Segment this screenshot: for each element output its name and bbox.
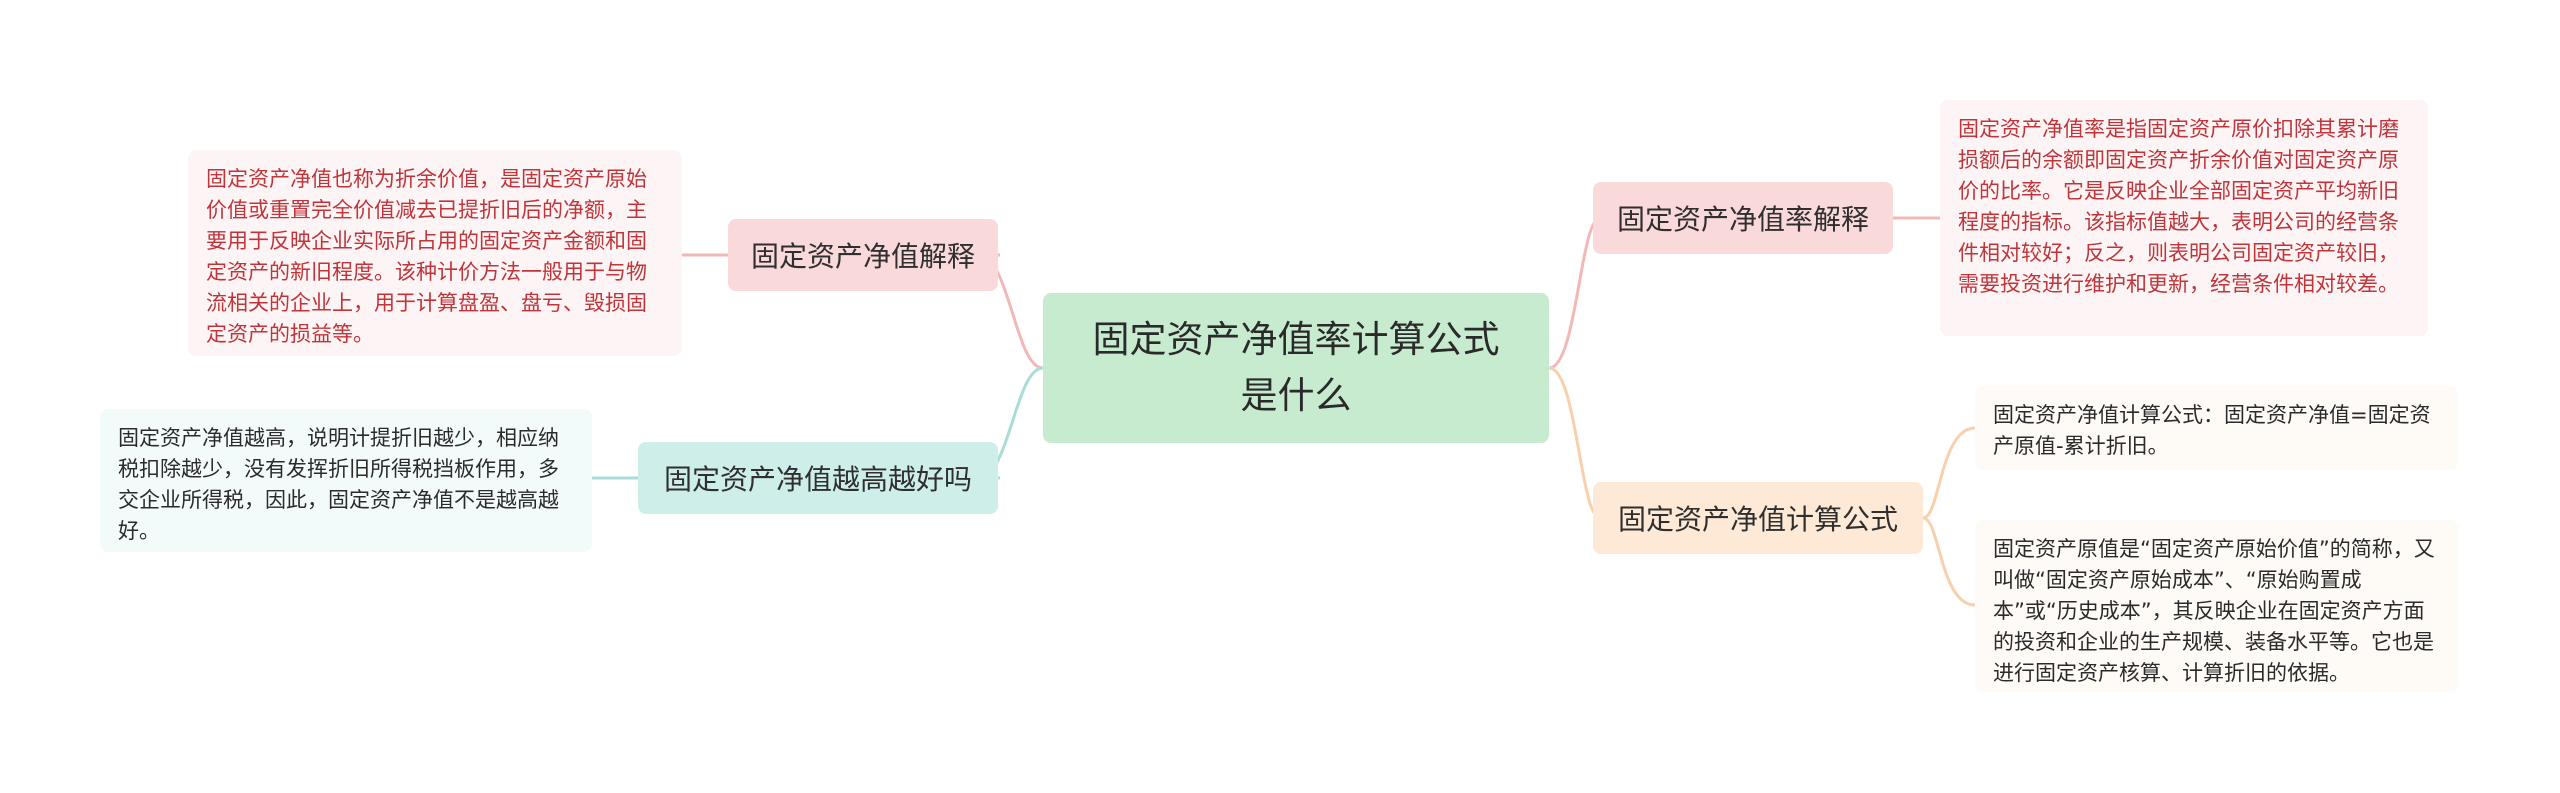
leaf-text: 固定资产净值率是指固定资产原价扣除其累计磨损额后的余额即固定资产折余价值对固定资… [1958,117,2399,296]
leaf-formula[interactable]: 固定资产净值计算公式：固定资产净值=固定资产原值-累计折旧。 [1975,386,2458,470]
branch-label: 固定资产净值计算公式 [1617,503,1898,536]
leaf-text: 固定资产净值也称为折余价值，是固定资产原始价值或重置完全价值减去已提折旧后的净额… [206,167,647,346]
branch-higher-is-better[interactable]: 固定资产净值越高越好吗 [638,442,998,514]
branch-net-value-formula[interactable]: 固定资产净值计算公式 [1593,482,1923,554]
branch-net-value-rate-explanation[interactable]: 固定资产净值率解释 [1593,182,1893,254]
leaf-net-value-rate-explanation[interactable]: 固定资产净值率是指固定资产原价扣除其累计磨损额后的余额即固定资产折余价值对固定资… [1940,100,2428,336]
central-topic[interactable]: 固定资产净值率计算公式是什么 [1043,293,1549,443]
leaf-original-value[interactable]: 固定资产原值是“固定资产原始价值”的简称，又叫做“固定资产原始成本”、“原始购置… [1975,520,2458,692]
branch-label: 固定资产净值率解释 [1616,203,1869,236]
branch-label: 固定资产净值越高越好吗 [663,463,972,496]
leaf-net-value-explanation[interactable]: 固定资产净值也称为折余价值，是固定资产原始价值或重置完全价值减去已提折旧后的净额… [188,150,682,356]
branch-label: 固定资产净值解释 [750,240,975,273]
leaf-text: 固定资产净值越高，说明计提折旧越少，相应纳税扣除越少，没有发挥折旧所得税挡板作用… [118,426,559,543]
central-topic-label: 固定资产净值率计算公式是什么 [1092,318,1500,417]
leaf-text: 固定资产净值计算公式：固定资产净值=固定资产原值-累计折旧。 [1993,403,2431,458]
link-right-2-leaf-1 [1922,426,1976,520]
link-right-2-leaf-2 [1922,516,1976,607]
leaf-text: 固定资产原值是“固定资产原始价值”的简称，又叫做“固定资产原始成本”、“原始购置… [1993,537,2435,685]
leaf-higher-is-better[interactable]: 固定资产净值越高，说明计提折旧越少，相应纳税扣除越少，没有发挥折旧所得税挡板作用… [100,409,592,552]
branch-net-value-explanation[interactable]: 固定资产净值解释 [728,219,998,291]
